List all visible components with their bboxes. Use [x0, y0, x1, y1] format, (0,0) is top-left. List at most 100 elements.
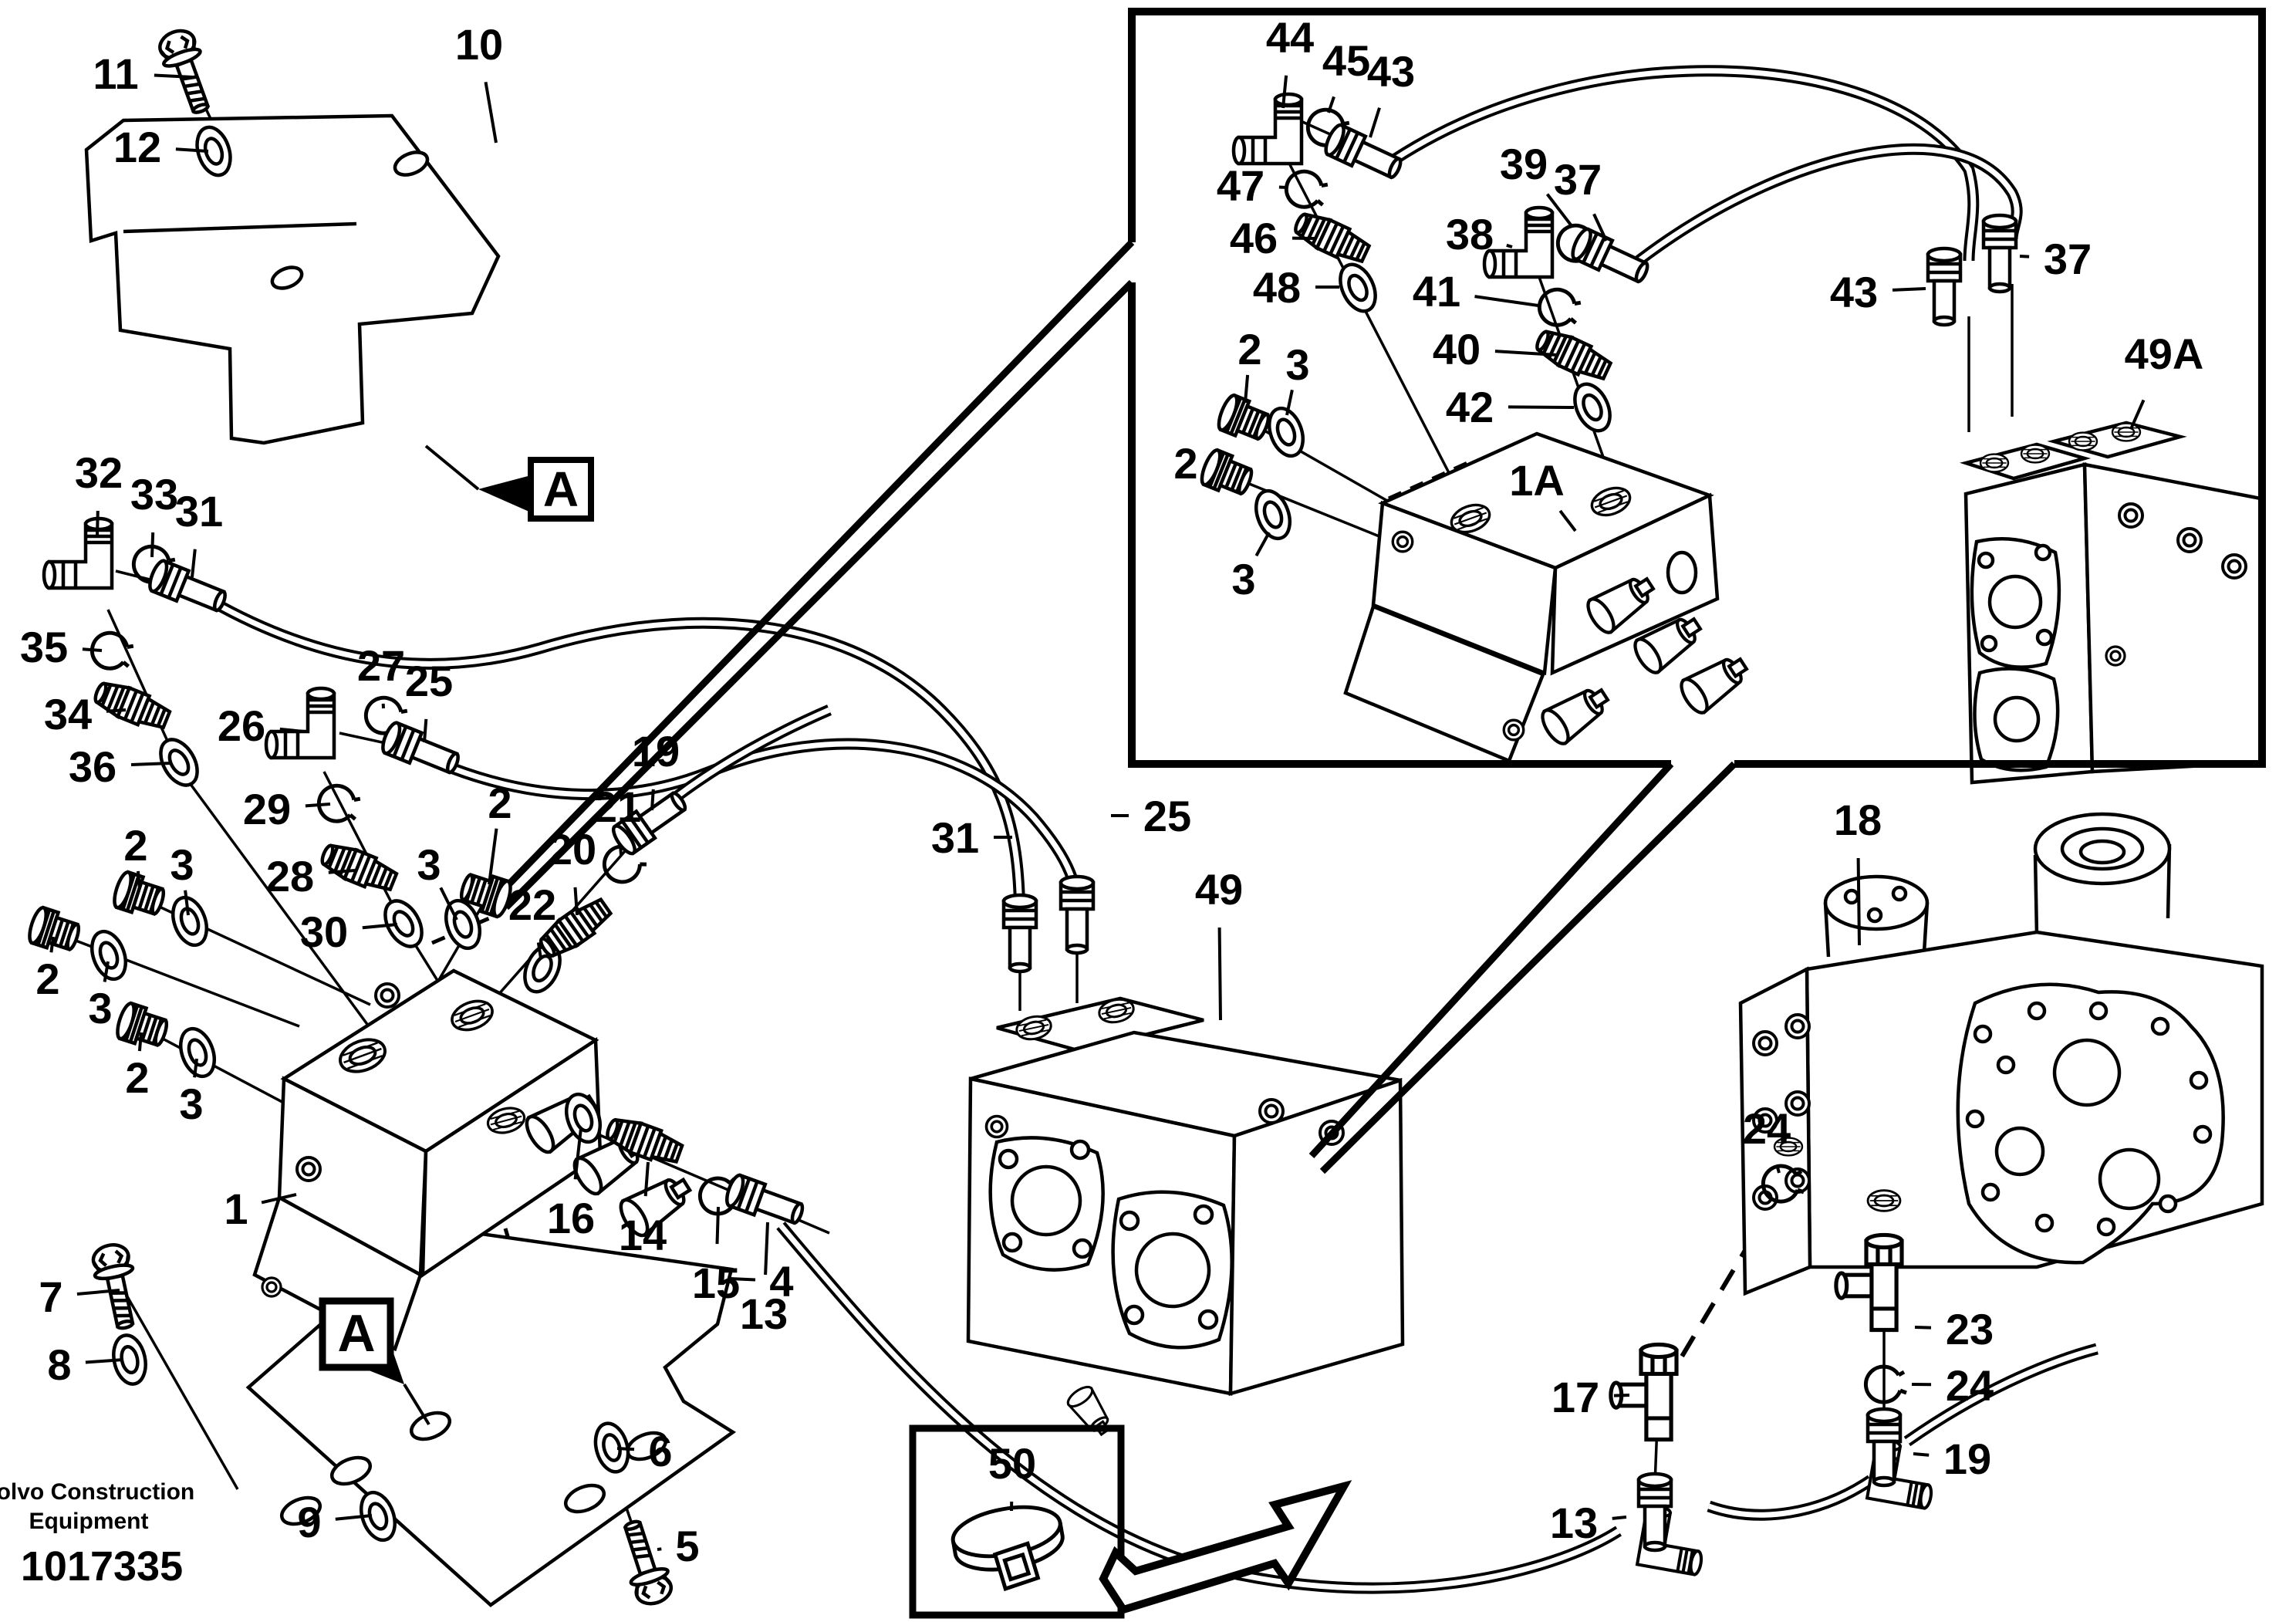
direction-arrow-icon — [1099, 1480, 1352, 1614]
pilot-valve-1 — [252, 968, 697, 1352]
part-label-11: 11 — [93, 49, 138, 98]
leader-line-13 — [1612, 1516, 1627, 1520]
part-label-3: 3 — [88, 984, 112, 1032]
magnifier-wedge-bottom — [1308, 761, 1737, 1174]
part-label-49A: 49A — [2125, 329, 2204, 378]
leader-line-2 — [488, 828, 498, 885]
leader-line-37 — [1592, 213, 1608, 242]
leader-line-2 — [137, 1032, 143, 1052]
inset-hose-37 — [1632, 149, 2017, 266]
part-label-3: 3 — [179, 1080, 203, 1128]
elbow-44 — [1234, 94, 1302, 164]
leader-line-3 — [184, 890, 190, 916]
hose-nut-37-right — [1984, 215, 2016, 292]
part-label-49: 49 — [1195, 865, 1243, 914]
leader-line-40 — [1494, 350, 1558, 357]
brand-line2: Equipment — [29, 1509, 149, 1534]
part-label-37: 37 — [1554, 155, 1602, 204]
part-label-21: 21 — [593, 782, 641, 831]
leader-line-29 — [305, 803, 331, 808]
part-label-45: 45 — [1322, 36, 1370, 85]
washer-3-a — [167, 893, 212, 950]
clamp-50 — [949, 1500, 1069, 1597]
elbow-38 — [1484, 208, 1552, 277]
part-label-31: 31 — [175, 487, 223, 536]
leader-line-43 — [1369, 107, 1381, 138]
part-label-12: 12 — [113, 123, 161, 171]
leader-line-45 — [1327, 96, 1335, 113]
part-label-33: 33 — [130, 470, 178, 519]
hose-nut-43-right — [1928, 248, 1960, 325]
leader-line-33 — [150, 532, 155, 558]
nipple-28 — [318, 840, 399, 896]
elbow-32 — [44, 519, 112, 588]
leader-line-23 — [1914, 1326, 1932, 1330]
leader-line-41 — [1474, 295, 1539, 307]
part-label-2: 2 — [1237, 325, 1261, 373]
washer-3-b — [86, 927, 131, 984]
part-label-20: 20 — [549, 825, 596, 874]
snap-ring-47 — [1281, 167, 1332, 214]
part-label-47: 47 — [1217, 161, 1264, 210]
part-label-2: 2 — [35, 955, 59, 1003]
leader-line-17 — [1613, 1394, 1630, 1397]
callout-leader-lines — [49, 73, 2146, 1551]
tee-fitting-17 — [1611, 1344, 1676, 1439]
detail-letter: A — [543, 461, 579, 517]
part-label-46: 46 — [1230, 214, 1278, 262]
leader-line-28 — [328, 869, 356, 874]
flange-bolt-5 — [613, 1516, 676, 1608]
elbow-26 — [266, 688, 334, 758]
leader-line-31 — [191, 549, 197, 578]
detail-arrow-icon — [478, 475, 531, 512]
leader-line-25 — [423, 718, 428, 743]
detail-inset-frame — [494, 8, 2266, 1174]
leader-line-35 — [82, 647, 103, 652]
part-label-37: 37 — [2044, 235, 2092, 283]
leader-line-37 — [2019, 255, 2030, 259]
part-label-2: 2 — [488, 779, 512, 827]
detail-marker-a-top: A — [424, 444, 594, 522]
plug-2-f — [1198, 448, 1256, 500]
part-label-7: 7 — [39, 1272, 62, 1321]
hose-nut-43-left — [1322, 123, 1405, 184]
part-label-16: 16 — [547, 1194, 595, 1242]
leader-line-13 — [764, 1222, 769, 1276]
leader-line-15 — [715, 1206, 720, 1245]
leader-line-19 — [1913, 1452, 1930, 1457]
inset-border — [1128, 8, 2266, 768]
servo-valve-49 — [966, 995, 1405, 1441]
part-label-13: 13 — [1550, 1499, 1598, 1547]
hose-nut-13-b — [1639, 1474, 1671, 1550]
part-label-32: 32 — [75, 448, 123, 497]
leader-line-22 — [536, 942, 542, 959]
part-label-42: 42 — [1446, 383, 1494, 431]
part-label-17: 17 — [1551, 1373, 1599, 1421]
part-label-40: 40 — [1433, 325, 1481, 373]
part-label-6: 6 — [648, 1427, 672, 1475]
part-label-34: 34 — [44, 690, 92, 738]
part-label-3: 3 — [417, 840, 441, 889]
part-label-31: 31 — [931, 813, 979, 862]
leader-line-3 — [439, 887, 458, 921]
part-label-1: 1 — [224, 1184, 248, 1233]
hose-19-upper — [1907, 1349, 2097, 1441]
part-label-22: 22 — [508, 880, 556, 929]
cover-bracket-10 — [84, 113, 501, 445]
leader-line-1 — [261, 1193, 297, 1205]
hose-nut-19-b — [1868, 1409, 1900, 1485]
leader-line-32 — [96, 510, 100, 537]
leader-line-3 — [193, 1058, 198, 1078]
leader-line-11 — [154, 73, 194, 79]
part-label-30: 30 — [300, 907, 348, 956]
snap-ring-24-right — [1866, 1367, 1906, 1402]
leader-line-34 — [106, 708, 127, 713]
part-label-18: 18 — [1834, 796, 1882, 844]
part-label-5: 5 — [675, 1522, 699, 1570]
part-label-4: 4 — [769, 1257, 793, 1306]
part-label-10: 10 — [455, 20, 503, 69]
leader-line-12 — [175, 147, 209, 153]
part-label-23: 23 — [1946, 1305, 1994, 1353]
hose-nut-25-valve — [1061, 877, 1093, 953]
